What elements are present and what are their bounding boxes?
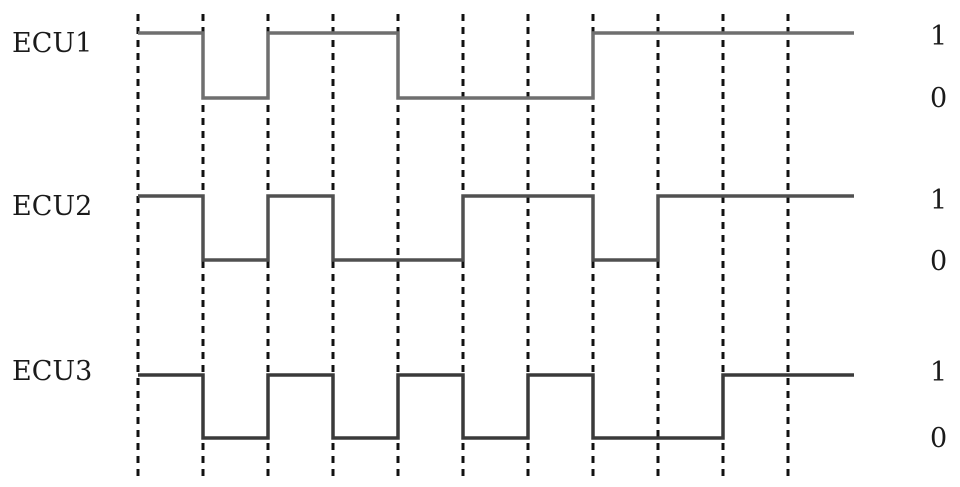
signal-row-ecu3: ECU3 1 0	[12, 356, 947, 454]
signal-row-ecu2: ECU2 1 0	[12, 185, 947, 277]
waveform-ecu2	[138, 194, 854, 262]
level-low-label-ecu3: 0	[930, 423, 947, 454]
level-high-label-ecu3: 1	[930, 357, 947, 388]
signal-label-ecu1: ECU1	[12, 28, 92, 59]
level-low-label-ecu2: 0	[930, 246, 947, 277]
waveform-ecu1	[138, 31, 854, 100]
signal-row-ecu1: ECU1 1 0	[12, 21, 947, 114]
level-high-label-ecu2: 1	[930, 185, 947, 216]
level-high-label-ecu1: 1	[930, 21, 947, 52]
signal-rows: ECU1 1 0 ECU2 1 0 ECU3 1 0	[12, 21, 947, 454]
signal-label-ecu2: ECU2	[12, 191, 92, 222]
waveform-ecu3	[138, 373, 854, 440]
level-low-label-ecu1: 0	[930, 83, 947, 114]
signal-label-ecu3: ECU3	[12, 356, 92, 387]
